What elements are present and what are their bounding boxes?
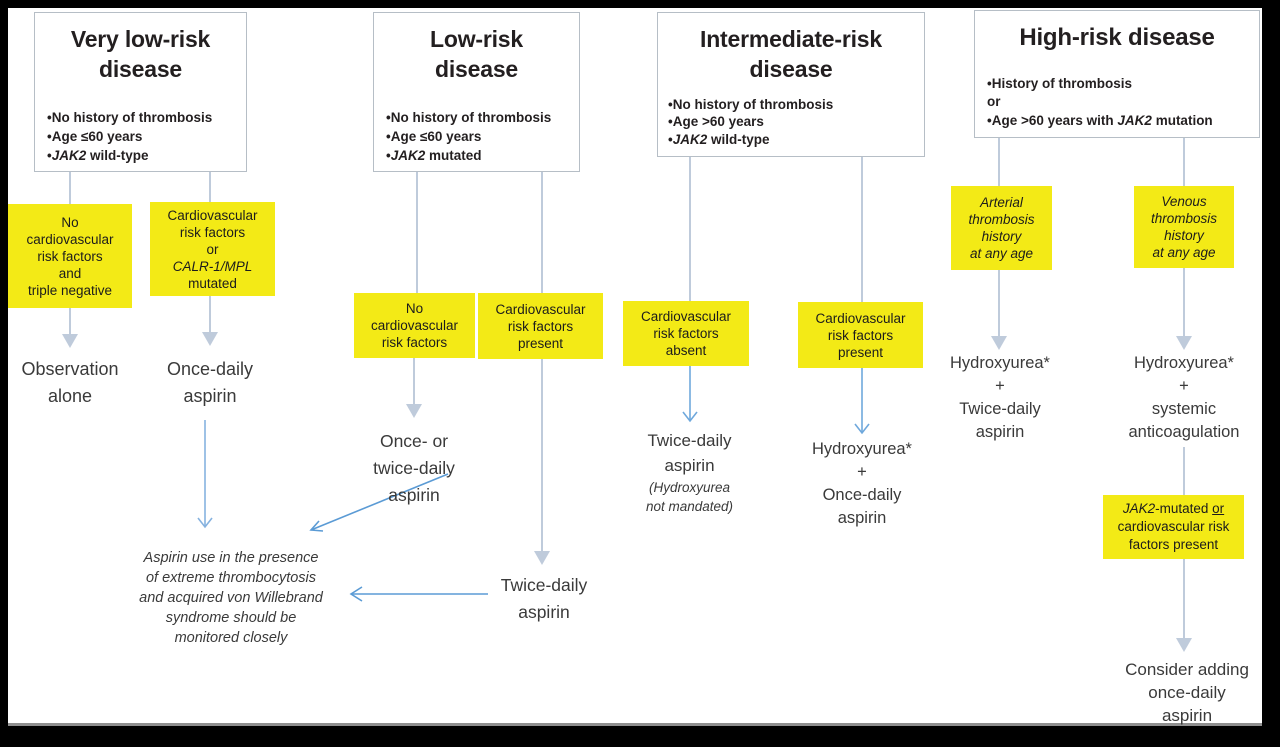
column-title: High-risk disease: [1019, 24, 1215, 51]
column-criteria: •No history of thrombosis•Age ≤60 years•…: [386, 110, 552, 163]
column-criteria: •No history of thrombosis•Age ≤60 years•…: [47, 110, 213, 163]
header-box-high-risk: High-risk disease •History of thrombosis…: [974, 10, 1260, 138]
column-criteria: •No history of thrombosis•Age >60 years•…: [668, 96, 834, 147]
